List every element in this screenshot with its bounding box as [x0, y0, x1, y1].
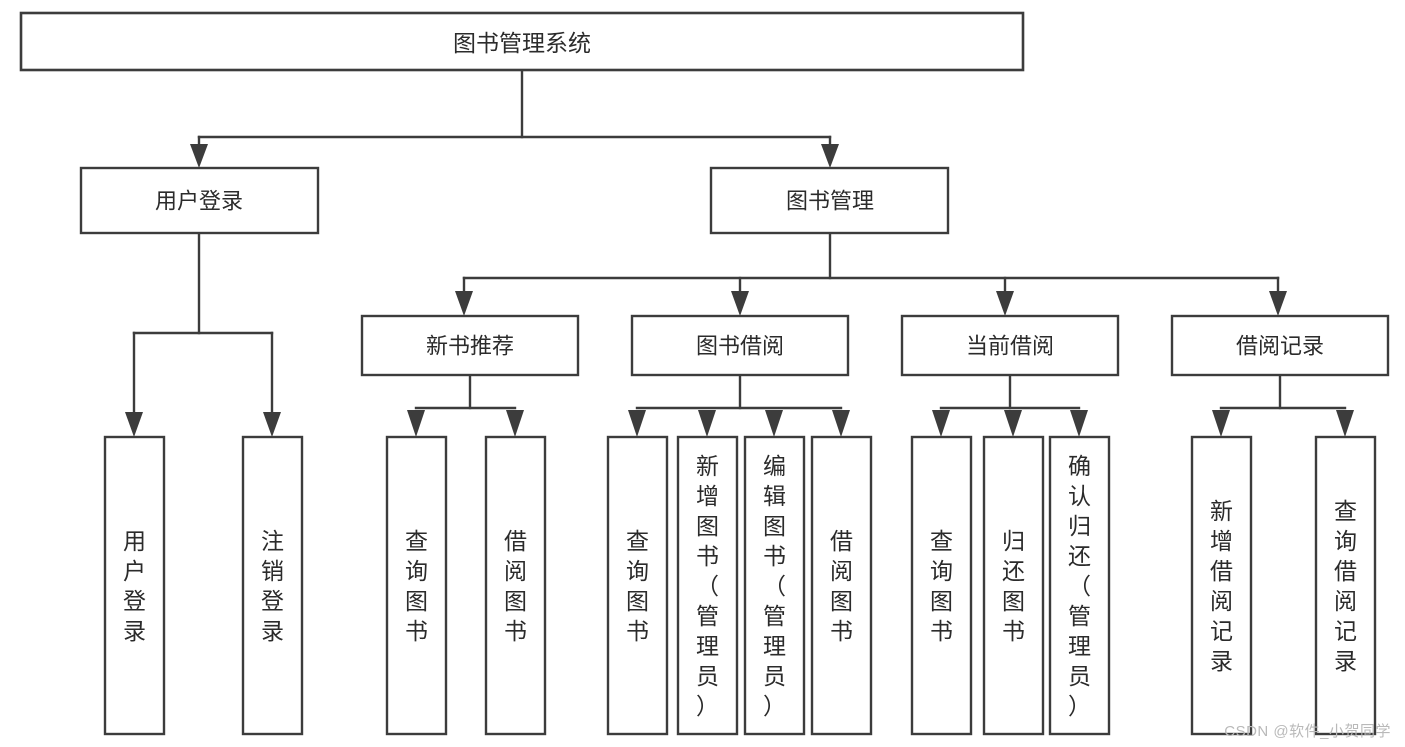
node-book-borrow-label: 图书借阅: [696, 334, 784, 359]
leaf-add-book[interactable]: [676, 435, 739, 736]
leaf-add-borrow-record[interactable]: [1190, 435, 1253, 736]
arrow-to-leaf-edit-book: [765, 410, 783, 437]
leaf-label: 用户登录: [123, 528, 146, 644]
leaf-label: 归还图书: [1002, 528, 1025, 644]
leaf-add-borrow-record-box[interactable]: [1190, 435, 1253, 736]
leaf-edit-book[interactable]: [743, 435, 806, 736]
node-borrow-record-label: 借阅记录: [1236, 334, 1324, 359]
arrow-to-leaf-add-book: [698, 410, 716, 437]
leaf-borrow-book-1-box[interactable]: [484, 435, 547, 736]
arrow-to-current-borrow: [996, 291, 1014, 316]
node-book-borrow[interactable]: 图书借阅: [630, 314, 850, 377]
leaf-label: 借阅图书: [504, 528, 527, 644]
csdn-watermark: CSDN @软件_小贺同学: [1224, 723, 1391, 740]
leaf-query-borrow-record[interactable]: [1314, 435, 1377, 736]
node-new-book-recommend[interactable]: 新书推荐: [360, 314, 580, 377]
node-book-manage-box[interactable]: [709, 166, 950, 235]
arrow-to-leaf-user-login: [125, 412, 143, 437]
leaf-return-book-box[interactable]: [982, 435, 1045, 736]
node-borrow-record-box[interactable]: [1170, 314, 1390, 377]
node-root-label: 图书管理系统: [453, 30, 591, 56]
arrow-to-book-borrow: [731, 291, 749, 316]
leaf-label: 借阅图书: [830, 528, 853, 644]
arrow-to-leaf-query-borrow-record: [1336, 410, 1354, 437]
leaf-user-login-box[interactable]: [103, 435, 166, 736]
node-user-login[interactable]: 用户登录: [79, 166, 320, 235]
arrow-to-new-book-recommend: [455, 291, 473, 316]
node-root[interactable]: 图书管理系统: [19, 11, 1025, 72]
arrow-to-leaf-logout: [263, 412, 281, 437]
node-current-borrow-label: 当前借阅: [966, 334, 1054, 359]
node-user-login-label: 用户登录: [155, 189, 243, 214]
arrow-to-leaf-add-borrow-record: [1212, 410, 1230, 437]
leaf-query-book-2[interactable]: [606, 435, 669, 736]
connector-layer: [125, 68, 1354, 437]
node-book-manage[interactable]: 图书管理: [709, 166, 950, 235]
node-root-box[interactable]: [19, 11, 1025, 72]
leaf-user-login[interactable]: [103, 435, 166, 736]
leaf-query-book-3[interactable]: [910, 435, 973, 736]
leaf-label: 查询图书: [930, 528, 953, 644]
leaf-label: 查询图书: [405, 528, 428, 644]
leaf-confirm-return[interactable]: [1048, 435, 1111, 736]
leaf-query-borrow-record-box[interactable]: [1314, 435, 1377, 736]
leaf-borrow-book-2[interactable]: [810, 435, 873, 736]
leaf-query-book-1-box[interactable]: [385, 435, 448, 736]
leaf-label: 新增图书（管理员）: [696, 453, 719, 719]
leaf-label: 编辑图书（管理员）: [763, 453, 786, 719]
leaf-return-book[interactable]: [982, 435, 1045, 736]
leaf-logout-box[interactable]: [241, 435, 304, 736]
leaf-query-book-2-box[interactable]: [606, 435, 669, 736]
node-new-book-recommend-label: 新书推荐: [426, 334, 514, 359]
leaf-add-book-box[interactable]: [676, 435, 739, 736]
arrow-to-book-manage: [821, 144, 839, 168]
node-book-manage-label: 图书管理: [786, 189, 874, 214]
node-current-borrow-box[interactable]: [900, 314, 1120, 377]
arrow-to-leaf-confirm-return: [1070, 410, 1088, 437]
node-new-book-recommend-box[interactable]: [360, 314, 580, 377]
node-current-borrow[interactable]: 当前借阅: [900, 314, 1120, 377]
leaf-label: 查询借阅记录: [1334, 498, 1357, 674]
arrow-to-leaf-query-book-1: [407, 410, 425, 437]
leaf-label: 查询图书: [626, 528, 649, 644]
leaf-query-book-3-box[interactable]: [910, 435, 973, 736]
leaf-label: 确认归还（管理员）: [1068, 453, 1091, 719]
arrow-to-leaf-query-book-2: [628, 410, 646, 437]
arrow-to-leaf-borrow-book-1: [506, 410, 524, 437]
leaf-label: 注销登录: [261, 528, 284, 644]
leaf-confirm-return-box[interactable]: [1048, 435, 1111, 736]
node-user-login-box[interactable]: [79, 166, 320, 235]
leaf-text-layer: 用户登录 注销登录 查询图书 借阅图书 查询图书 新增图书（管理员） 编辑图书（管理员） 借阅…: [123, 453, 1357, 719]
arrow-to-leaf-query-book-3: [932, 410, 950, 437]
leaf-borrow-book-2-box[interactable]: [810, 435, 873, 736]
node-book-borrow-box[interactable]: [630, 314, 850, 377]
arrow-to-user-login: [190, 144, 208, 168]
leaf-label: 新增借阅记录: [1210, 498, 1233, 674]
leaf-borrow-book-1[interactable]: [484, 435, 547, 736]
leaf-edit-book-box[interactable]: [743, 435, 806, 736]
arrow-to-leaf-return-book: [1004, 410, 1022, 437]
node-borrow-record[interactable]: 借阅记录: [1170, 314, 1390, 377]
arrow-to-leaf-borrow-book-2: [832, 410, 850, 437]
leaf-query-book-1[interactable]: [385, 435, 448, 736]
arrow-to-borrow-record: [1269, 291, 1287, 316]
leaf-logout[interactable]: [241, 435, 304, 736]
